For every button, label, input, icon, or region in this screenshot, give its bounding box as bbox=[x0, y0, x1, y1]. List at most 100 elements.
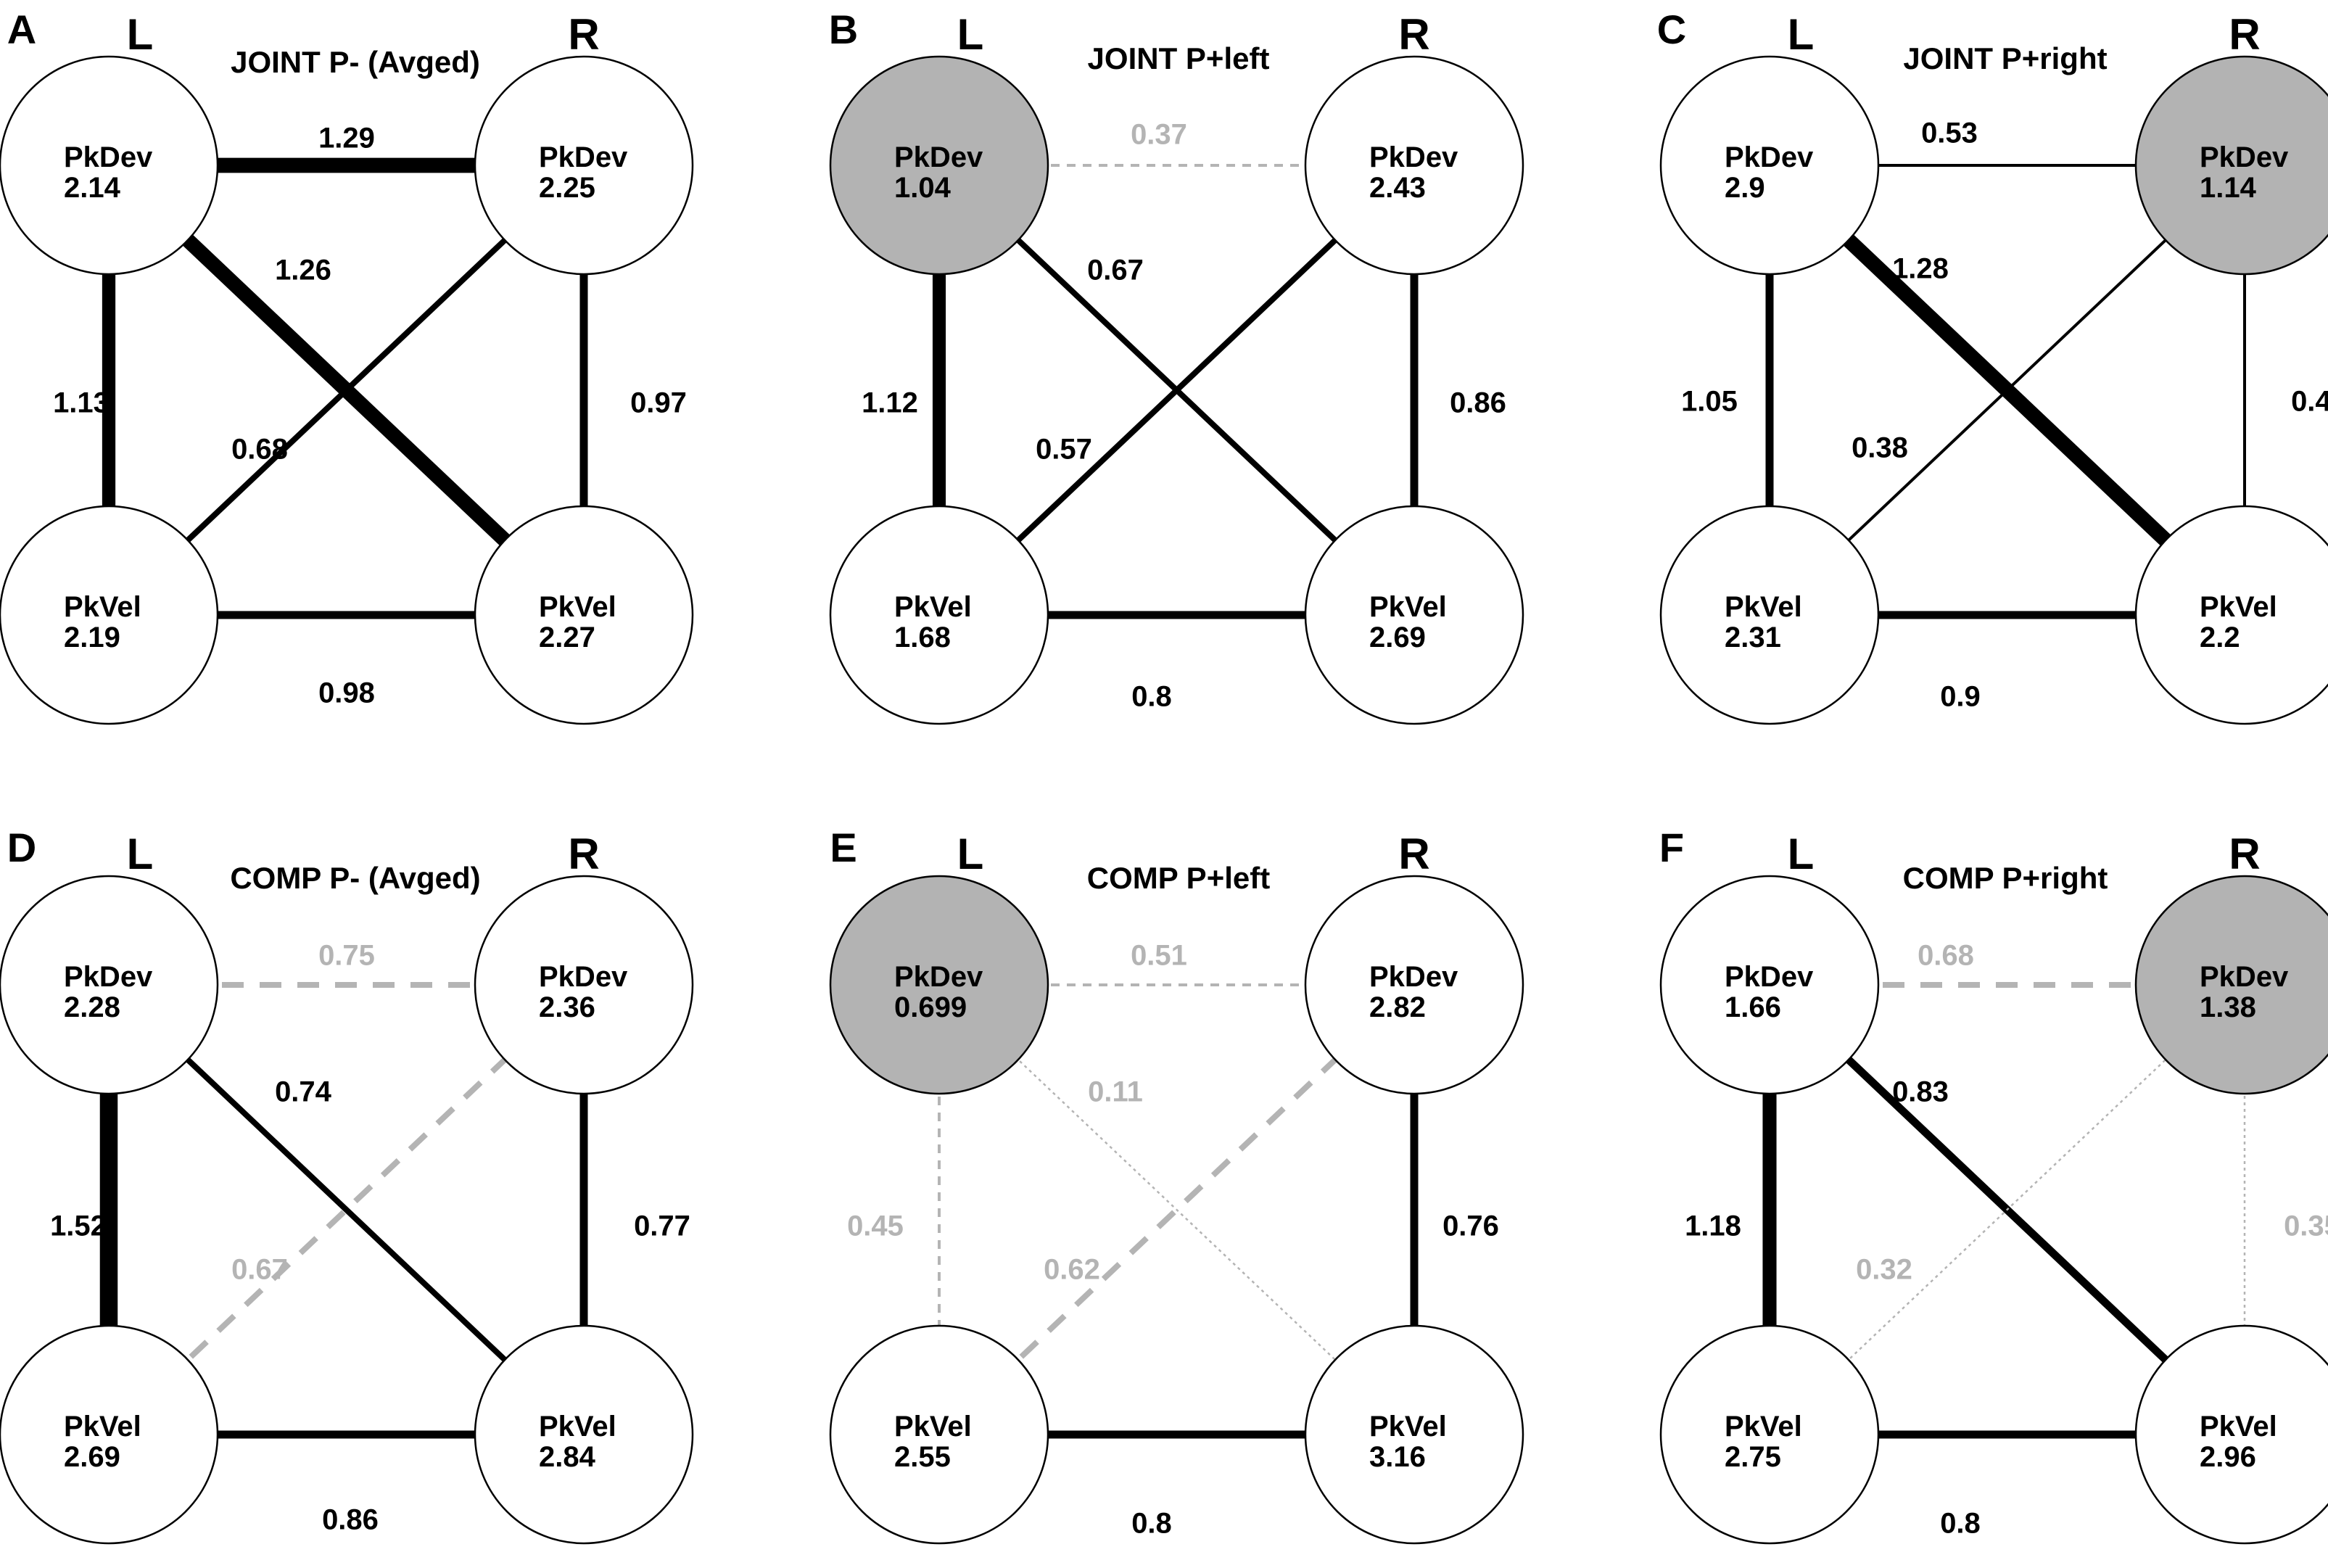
node-value: 2.2 bbox=[2200, 622, 2240, 653]
edge-label: 0.8 bbox=[1131, 681, 1172, 713]
node-value: 1.66 bbox=[1725, 991, 1781, 1023]
edge-label: 0.68 bbox=[231, 434, 288, 466]
node-value: 2.25 bbox=[539, 172, 595, 204]
edge-label: 0.76 bbox=[1442, 1210, 1499, 1242]
edge-ld-rv bbox=[938, 984, 1415, 1435]
node-value: 1.04 bbox=[894, 172, 952, 204]
panel-a: 1.291.261.130.680.970.98PkDev2.14PkDev2.… bbox=[0, 7, 694, 725]
node-circle bbox=[829, 505, 1049, 725]
node-name: PkDev bbox=[64, 141, 153, 173]
node-value: 2.36 bbox=[539, 991, 595, 1023]
node-circle bbox=[474, 55, 694, 276]
node-circle bbox=[0, 505, 219, 725]
node-circle bbox=[829, 875, 1049, 1095]
panel-e: 0.510.110.450.620.760.8PkDev0.699PkDev2.… bbox=[829, 825, 1524, 1545]
node-circle bbox=[1659, 505, 1880, 725]
node-name: PkDev bbox=[539, 961, 628, 993]
node-name: PkVel bbox=[539, 591, 616, 623]
node-name: PkDev bbox=[64, 961, 153, 993]
edge-label: 0.51 bbox=[1131, 940, 1187, 972]
left-side-label: L bbox=[1788, 10, 1815, 59]
left-side-label: L bbox=[957, 10, 984, 59]
panel-letter: D bbox=[7, 825, 36, 870]
node-circle bbox=[829, 55, 1049, 276]
node-name: PkVel bbox=[64, 591, 141, 623]
node-circle bbox=[1304, 875, 1524, 1095]
node-name: PkVel bbox=[2200, 1411, 2277, 1443]
node-circle bbox=[1304, 505, 1524, 725]
node-name: PkVel bbox=[894, 1411, 972, 1443]
left-side-label: L bbox=[1788, 830, 1815, 878]
edge-label: 0.45 bbox=[2291, 386, 2328, 418]
panel-d: 0.750.741.520.670.770.86PkDev2.28PkDev2.… bbox=[0, 825, 694, 1545]
node-name: PkDev bbox=[2200, 141, 2289, 173]
edge-label: 0.68 bbox=[1918, 940, 1974, 972]
node-name: PkVel bbox=[64, 1411, 141, 1443]
edge-label: 0.74 bbox=[275, 1076, 332, 1108]
node-circle bbox=[2134, 1324, 2328, 1545]
node-circle bbox=[0, 875, 219, 1095]
node-name: PkVel bbox=[1369, 591, 1447, 623]
edge-label: 1.52 bbox=[50, 1210, 107, 1242]
node-value: 2.19 bbox=[64, 622, 120, 653]
node-value: 1.38 bbox=[2200, 991, 2256, 1023]
node-circle bbox=[2134, 505, 2328, 725]
edge-label: 0.86 bbox=[322, 1504, 379, 1536]
edge-label: 0.67 bbox=[231, 1254, 288, 1286]
node-value: 2.69 bbox=[64, 1441, 120, 1473]
node-name: PkVel bbox=[539, 1411, 616, 1443]
edge-label: 0.45 bbox=[847, 1210, 904, 1242]
panel-letter: F bbox=[1659, 825, 1684, 870]
node-circle bbox=[829, 1324, 1049, 1545]
edge-label: 0.97 bbox=[630, 387, 687, 419]
edge-label: 1.12 bbox=[862, 387, 918, 419]
node-name: PkDev bbox=[1725, 961, 1814, 993]
edge-label: 0.35 bbox=[2284, 1210, 2328, 1242]
node-value: 2.55 bbox=[894, 1441, 951, 1473]
right-side-label: R bbox=[2229, 830, 2260, 878]
node-value: 2.75 bbox=[1725, 1441, 1781, 1473]
right-side-label: R bbox=[1398, 10, 1429, 59]
panel-title: JOINT P+left bbox=[1088, 41, 1270, 75]
node-value: 1.14 bbox=[2200, 172, 2257, 204]
panel-letter: E bbox=[830, 825, 857, 870]
edge-label: 1.05 bbox=[1681, 386, 1738, 418]
edge-label: 0.62 bbox=[1044, 1254, 1100, 1286]
node-circle bbox=[2134, 55, 2328, 276]
node-circle bbox=[474, 505, 694, 725]
node-name: PkVel bbox=[1725, 1411, 1802, 1443]
edge-label: 1.13 bbox=[53, 387, 110, 419]
edge-label: 1.29 bbox=[318, 123, 375, 154]
node-value: 2.27 bbox=[539, 622, 595, 653]
node-name: PkVel bbox=[1369, 1411, 1447, 1443]
panel-title: COMP P+right bbox=[1903, 861, 2108, 895]
node-name: PkVel bbox=[1725, 591, 1802, 623]
node-circle bbox=[474, 1324, 694, 1545]
node-circle bbox=[1659, 55, 1880, 276]
panel-title: JOINT P- (Avged) bbox=[231, 45, 480, 79]
panel-f: 0.680.831.180.320.350.8PkDev1.66PkDev1.3… bbox=[1659, 825, 2328, 1545]
right-side-label: R bbox=[2229, 10, 2260, 59]
node-value: 2.14 bbox=[64, 172, 121, 204]
node-name: PkDev bbox=[1369, 141, 1458, 173]
left-side-label: L bbox=[957, 830, 984, 878]
edge-label: 1.18 bbox=[1685, 1210, 1741, 1242]
panel-letter: A bbox=[7, 7, 36, 52]
